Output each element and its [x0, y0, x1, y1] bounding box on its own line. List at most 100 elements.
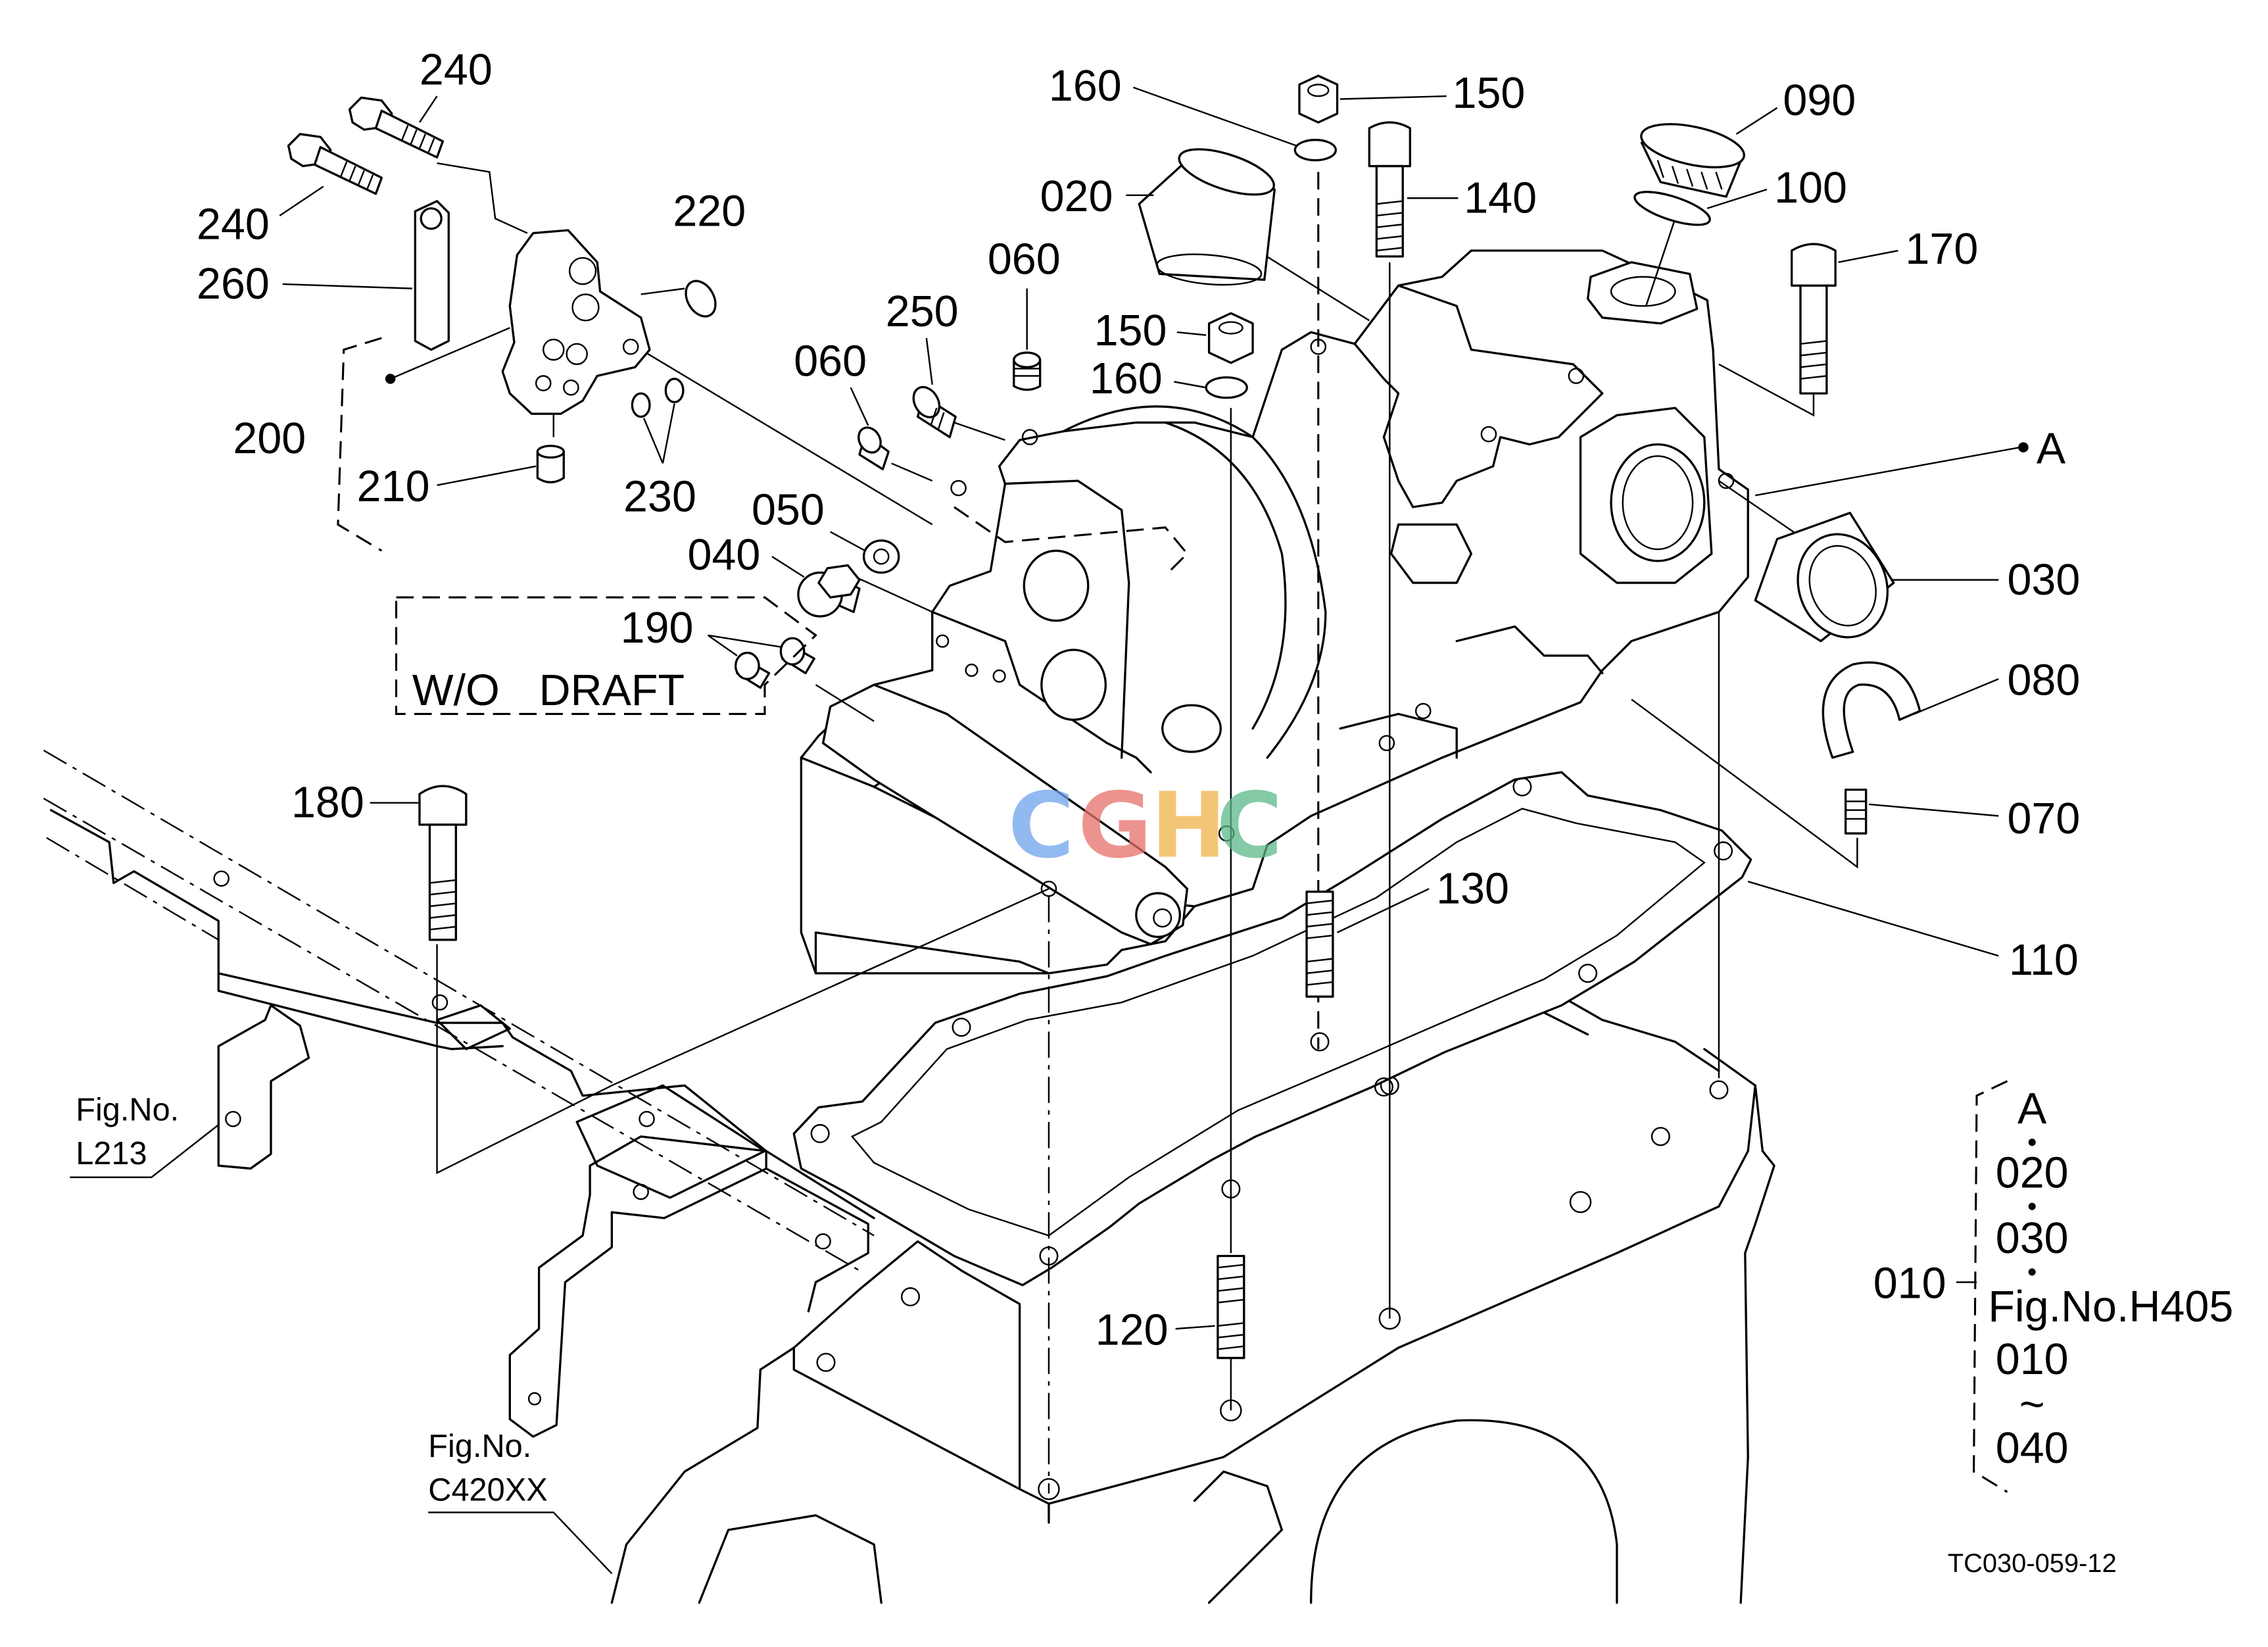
housing-rib	[1455, 625, 1604, 675]
leader-170	[1838, 249, 1898, 263]
strip-260	[414, 200, 450, 351]
cap-090-top	[1640, 123, 1745, 168]
case-hole-1	[816, 1352, 836, 1372]
sleeve-020-back	[1155, 253, 1263, 286]
housing-hole-12	[992, 669, 1006, 683]
gasket-hole-4	[1374, 1077, 1393, 1097]
bolt-180	[418, 785, 468, 941]
housing-hole-6	[1378, 735, 1395, 752]
label-140: 140	[1464, 174, 1537, 222]
leader-100	[1706, 188, 1768, 209]
label-030: 030	[2007, 556, 2080, 604]
bracket-hole-5	[535, 375, 552, 391]
label-A: A	[2037, 424, 2066, 473]
variant-label-draft: DRAFT	[539, 666, 685, 715]
plug-190-a	[735, 651, 760, 680]
washer-050-outer	[862, 539, 900, 574]
leader-230-a	[642, 418, 664, 464]
nut-150-top-hole	[1307, 84, 1330, 97]
leader-110	[1747, 881, 1999, 957]
centerlines	[436, 162, 1858, 1494]
frame-hole-1	[213, 870, 230, 887]
watermark: C G H C	[1008, 774, 1283, 879]
leader-190-b	[708, 634, 781, 648]
plug-060-left	[857, 426, 890, 470]
washer-160-mid	[1205, 376, 1248, 399]
housing-right-arm	[1397, 284, 1604, 508]
bracket-lower-hole	[527, 1392, 542, 1406]
plug-040-hex	[817, 564, 861, 599]
hose-080-outer	[1822, 661, 1921, 759]
group-200-bracket	[337, 337, 383, 552]
ref-l213-line1: Fig.No.	[76, 1092, 179, 1127]
leader-fig-l213	[70, 1124, 220, 1179]
sleeve-020	[1138, 148, 1276, 286]
label-210: 210	[357, 462, 430, 511]
leader-230-b	[662, 403, 675, 464]
label-060-left: 060	[794, 337, 867, 386]
leader-A	[1755, 446, 2021, 497]
bolt-180-thread	[429, 879, 456, 931]
housing-rib-2	[1339, 712, 1458, 759]
bracket-lower	[508, 1135, 767, 1438]
nut-150-mid	[1207, 312, 1254, 364]
housing-bore-boss	[1579, 406, 1713, 584]
case-bore	[1310, 1419, 1618, 1604]
bracket-l213	[217, 1004, 310, 1170]
leader-lines	[70, 86, 2029, 1575]
label-230: 230	[623, 473, 696, 522]
bracket-hole-7	[622, 338, 639, 355]
hose-080	[1822, 661, 1921, 759]
housing-filler-hole	[1610, 276, 1676, 307]
gasket-hole-6	[1714, 841, 1733, 861]
o-ring-220	[685, 280, 717, 318]
plug-210-top	[536, 445, 565, 459]
label-190: 190	[621, 604, 694, 652]
frame-hole-3	[639, 1110, 655, 1127]
valve-bracket-assembly-200	[337, 229, 651, 552]
bracket-hole-6	[563, 379, 579, 396]
plug-060-right-top	[1013, 351, 1042, 368]
assembly-dot-3	[2028, 1268, 2036, 1276]
housing-hidden-line	[953, 506, 1189, 577]
o-ring-230-a	[631, 392, 651, 418]
fitting-070-thread	[1845, 800, 1866, 820]
label-160-mid: 160	[1090, 355, 1163, 403]
stud-120	[1217, 1254, 1245, 1360]
gasket-hole-5	[1578, 964, 1598, 983]
leader-A-dot	[2018, 442, 2029, 453]
housing-hole-10	[950, 479, 967, 497]
strip-260-body	[414, 200, 450, 351]
assembly-fig-h405: Fig.No.H405	[1988, 1283, 2233, 1331]
housing-dome-inner	[1164, 421, 1287, 730]
plug-060-right	[1013, 351, 1042, 391]
centerline-020	[1252, 247, 1370, 322]
bolt-170-thread	[1800, 340, 1827, 380]
leader-fig-c420	[428, 1512, 613, 1575]
stud-120-thread	[1217, 1264, 1244, 1350]
case-boss	[1193, 1470, 1284, 1604]
bolt-240-lower-thread	[340, 161, 374, 190]
centerline-100	[1645, 218, 1676, 307]
label-240-lower: 240	[197, 200, 270, 249]
sleeve-030	[1754, 512, 1895, 643]
leader-060-left	[850, 387, 869, 426]
watermark-letter-2: G	[1078, 774, 1152, 879]
label-110: 110	[2009, 936, 2079, 985]
bracket-hole-4	[566, 343, 588, 366]
plug-190-b	[779, 637, 806, 666]
case-rib	[698, 1514, 882, 1604]
frame-plate-lower	[575, 1084, 766, 1199]
plug-040	[797, 564, 861, 618]
strip-260-eye	[420, 207, 443, 230]
leader-240-upper	[418, 95, 438, 123]
housing-knob	[1161, 704, 1222, 753]
label-160-top: 160	[1049, 62, 1122, 111]
sleeve-030-inner	[1808, 545, 1877, 627]
case-flange	[792, 1346, 1050, 1524]
cap-090	[1640, 123, 1745, 198]
o-ring-100	[1633, 191, 1711, 226]
part-labels: 240 240 260 220 200 210 230 060 250 060 …	[76, 45, 2233, 1578]
housing-filler-boss	[1586, 261, 1699, 325]
housing-dome	[1062, 405, 1327, 759]
